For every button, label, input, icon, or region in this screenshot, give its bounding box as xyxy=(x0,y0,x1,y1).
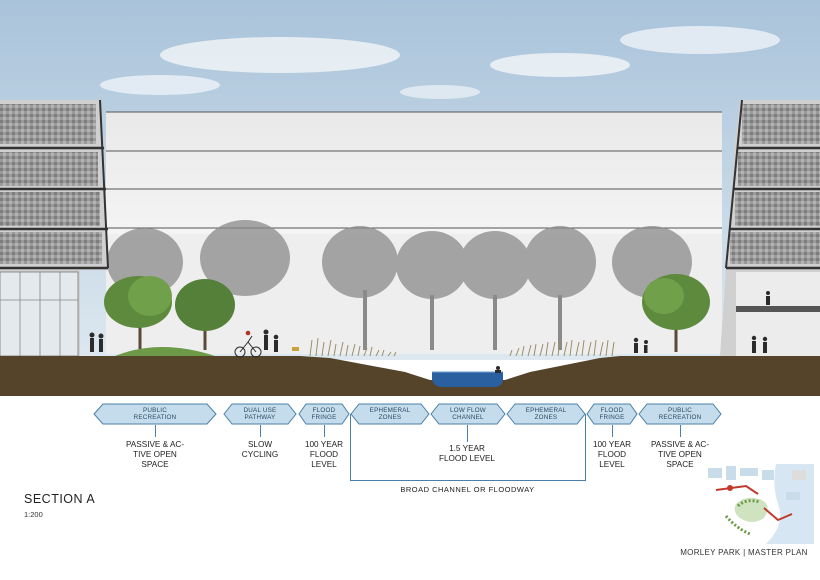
zone-flood-fringe-right: FLOOD FRINGE xyxy=(586,403,638,425)
zone-description: 100 YEAR FLOOD LEVEL xyxy=(304,440,344,469)
zone-shape xyxy=(586,403,638,425)
footer-project-title: MORLEY PARK | MASTER PLAN xyxy=(680,548,808,557)
zone-label: EPHEMERAL ZONES xyxy=(525,407,567,421)
section-title: SECTION A xyxy=(24,492,96,506)
cloud xyxy=(400,85,480,99)
reeds xyxy=(309,337,615,357)
zone-description: PASSIVE & AC- TIVE OPEN SPACE xyxy=(125,440,185,469)
cloud xyxy=(160,37,400,73)
zone-description: PASSIVE & AC- TIVE OPEN SPACE xyxy=(650,440,710,469)
background-building xyxy=(106,112,722,234)
cyclist xyxy=(234,335,262,358)
channel-bracket-bottom xyxy=(350,480,586,481)
zone-description: SLOW CYCLING xyxy=(241,440,279,459)
zone-shape xyxy=(298,403,350,425)
people xyxy=(89,291,770,373)
key-plan-map xyxy=(706,464,814,544)
zone-public-recreation-left: PUBLIC RECREATION xyxy=(88,403,222,425)
connector-line xyxy=(467,425,468,442)
water xyxy=(432,372,503,387)
channel-bracket-left xyxy=(350,414,351,480)
zone-flood-fringe-left: FLOOD FRINGE xyxy=(298,403,350,425)
section-scale: 1:200 xyxy=(24,510,43,519)
zone-label: FLOOD FRINGE xyxy=(599,407,625,421)
zone-description: 1.5 YEAR FLOOD LEVEL xyxy=(439,444,495,463)
zone-label: DUAL USE PATHWAY xyxy=(243,407,277,421)
zone-label: PUBLIC RECREATION xyxy=(133,407,177,421)
zone-public-recreation-right: PUBLIC RECREATION xyxy=(638,403,722,425)
channel-label: BROAD CHANNEL OR FLOODWAY xyxy=(400,485,535,494)
foreground-trees xyxy=(104,274,710,352)
connector-line xyxy=(324,425,325,437)
zone-label: FLOOD FRINGE xyxy=(311,407,337,421)
zone-low-flow-channel: LOW FLOW CHANNEL xyxy=(430,403,506,425)
zone-shape xyxy=(350,403,430,425)
zone-description: 100 YEAR FLOOD LEVEL xyxy=(592,440,632,469)
left-building xyxy=(0,99,109,357)
zone-ephemeral-left: EPHEMERAL ZONES xyxy=(350,403,430,425)
connector-line xyxy=(680,425,681,437)
cloud xyxy=(100,75,220,95)
connector-line xyxy=(260,425,261,437)
zone-shape xyxy=(223,403,297,425)
section-illustration xyxy=(0,0,820,396)
connector-line xyxy=(155,425,156,437)
zone-ephemeral-right: EPHEMERAL ZONES xyxy=(506,403,586,425)
zone-label: EPHEMERAL ZONES xyxy=(369,407,411,421)
channel-bracket-right xyxy=(585,414,586,480)
right-building xyxy=(720,99,820,356)
zone-label: PUBLIC RECREATION xyxy=(658,407,702,421)
ground-section xyxy=(0,356,820,396)
cloud xyxy=(620,26,780,54)
connector-line xyxy=(612,425,613,437)
zone-label: LOW FLOW CHANNEL xyxy=(450,407,486,421)
cloud xyxy=(490,53,630,77)
zone-dual-use-pathway: DUAL USE PATHWAY xyxy=(222,403,298,425)
zone-shape xyxy=(430,403,506,425)
zone-shape xyxy=(638,403,722,425)
zone-shape xyxy=(93,403,217,425)
